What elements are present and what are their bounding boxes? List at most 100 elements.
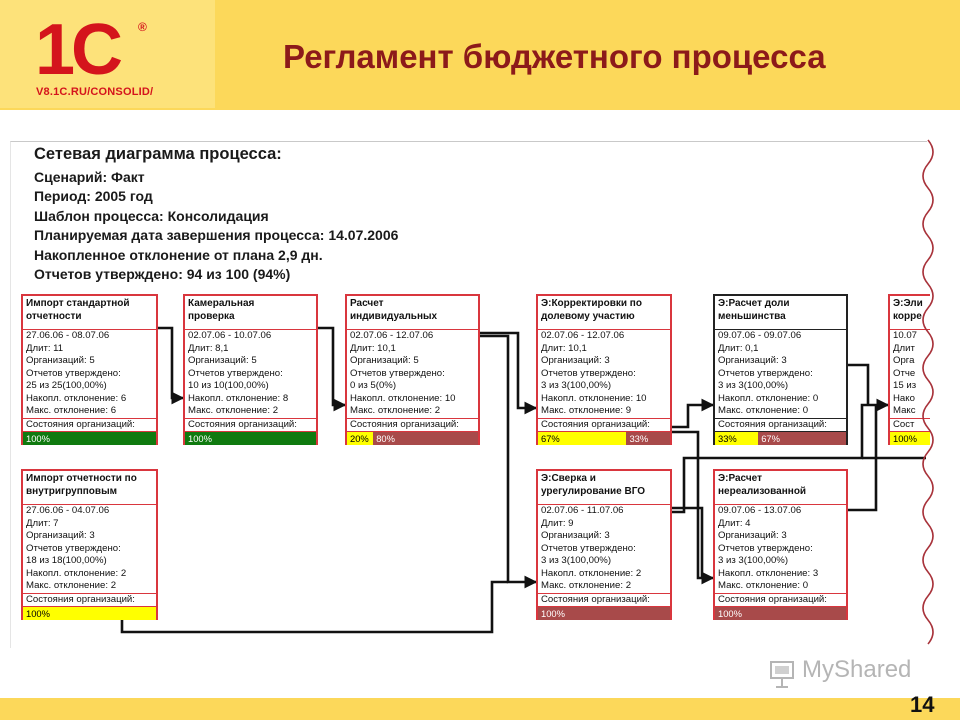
status-bar-segment: 33% (715, 431, 759, 445)
task-max-deviation: Макс. отклонение: 2 (26, 580, 117, 591)
task-orgs: Орга (893, 355, 915, 366)
status-bar-segment: 100% (538, 606, 670, 620)
task-status-label: Состояния организаций: (538, 592, 670, 607)
task-acc-deviation: Нако (893, 392, 915, 404)
task-approved-label: Отчетов утверждено: (718, 542, 813, 554)
diagram-frame (10, 141, 927, 648)
task-status-label: Состояния организаций: (538, 417, 670, 432)
task-status-label: Состояния организаций: (715, 417, 846, 432)
info-deviation: Накопленное отклонение от плана 2,9 дн. (34, 246, 323, 263)
task-dates: 02.07.06 - 12.07.06 (541, 330, 625, 341)
task-approved-label: Отчетов утверждено: (541, 367, 636, 379)
task-max-deviation: Макс. отклонение: 2 (541, 580, 632, 591)
status-bar-segment: 67% (758, 431, 846, 445)
task-max-deviation: Макс (893, 405, 916, 416)
task-approved: 25 из 25(100,00%) (26, 380, 107, 391)
task-approved-label: Отчетов утверждено: (26, 367, 121, 379)
status-bar-segment: 20% (347, 431, 374, 445)
task-acc-deviation: Накопл. отклонение: 2 (26, 567, 127, 579)
task-orgs: Организаций: 3 (718, 530, 787, 541)
info-planned-date: Планируемая дата завершения процесса: 14… (34, 227, 399, 243)
task-max-deviation: Макс. отклонение: 0 (718, 405, 809, 416)
link-recon-to-minority (672, 398, 890, 514)
link-unrealized-to-elim (848, 405, 878, 512)
task-acc-deviation: Накопл. отклонение: 2 (541, 567, 642, 579)
logo-registered: ® (138, 20, 147, 34)
task-approved: 18 из 18(100,00%) (26, 555, 107, 566)
task-orgs: Организаций: 5 (188, 355, 257, 366)
task-duration: Длит: 10,1 (541, 342, 587, 354)
link-adjust-to-unrealized (672, 430, 715, 585)
logo-url: V8.1C.RU/CONSOLID/ (36, 86, 154, 98)
task-max-deviation: Макс. отклонение: 9 (541, 405, 632, 416)
link-calc-to-recon (480, 334, 538, 589)
logo: 1С ® V8.1C.RU/CONSOLID/ (0, 0, 215, 108)
task-status-label: Состояния организаций: (23, 417, 156, 432)
task-status-bars: 100% (538, 606, 670, 620)
task-dates: 02.07.06 - 11.07.06 (541, 505, 624, 516)
info-scenario: Сценарий: Факт (34, 168, 145, 185)
task-status-bars: 20%80% (347, 431, 478, 445)
task-duration: Длит: 11 (26, 342, 64, 354)
task-status-label: Сост (890, 417, 948, 432)
task-max-deviation: Макс. отклонение: 0 (718, 580, 809, 591)
task-status-label: Состояния организаций: (715, 592, 846, 607)
task-orgs: Организаций: 3 (541, 355, 610, 366)
task-approved-label: Отчетов утверждено: (350, 367, 445, 379)
task-duration: Длит: 4 (718, 517, 751, 529)
task-status-bars: 100% (23, 606, 156, 620)
watermark-text: MyShared (802, 656, 912, 683)
info-approved: Отчетов утверждено: 94 из 100 (94%) (34, 266, 291, 282)
status-bar-segment: 100% (23, 431, 156, 445)
task-approved-label: Отчетов утверждено: (26, 542, 121, 554)
task-dates: 09.07.06 - 09.07.06 (718, 330, 802, 341)
task-max-deviation: Макс. отклонение: 2 (350, 405, 441, 416)
task-approved: 0 из 5(0%) (350, 380, 397, 391)
task-duration: Длит: 0,1 (718, 342, 759, 354)
status-bar-segment: 33% (626, 431, 670, 445)
task-status-bars: 67%33% (538, 431, 670, 445)
task-status-label: Состояния организаций: (347, 417, 478, 432)
link-adjust-to-minority (672, 398, 715, 429)
task-orgs: Организаций: 5 (26, 355, 95, 366)
task-approved-label: Отчетов утверждено: (541, 542, 636, 554)
task-acc-deviation: Накопл. отклонение: 6 (26, 392, 127, 404)
task-approved: 3 из 3(100,00%) (541, 380, 612, 391)
task-duration: Длит: 10,1 (350, 342, 396, 354)
task-approved: 15 из (893, 380, 917, 391)
task-duration: Длит: 9 (541, 517, 574, 529)
task-status-bars: 33%67% (715, 431, 846, 445)
info-heading: Сетевая диаграмма процесса: (34, 145, 282, 163)
link-import-to-check (158, 326, 185, 405)
task-acc-deviation: Накопл. отклонение: 3 (718, 567, 819, 579)
task-status-label: Состояния организаций: (185, 417, 316, 432)
status-bar-segment: 100% (23, 606, 156, 620)
slide-footer (0, 698, 960, 720)
task-dates: 10.07 (893, 330, 918, 341)
status-bar-segment: 100% (185, 431, 316, 445)
link-recon-to-unrealized (672, 506, 704, 578)
task-approved: 3 из 3(100,00%) (718, 380, 789, 391)
task-acc-deviation: Накопл. отклонение: 8 (188, 392, 289, 404)
task-max-deviation: Макс. отклонение: 2 (188, 405, 279, 416)
task-acc-deviation: Накопл. отклонение: 10 (541, 392, 647, 404)
task-dates: 02.07.06 - 12.07.06 (350, 330, 434, 341)
task-status-label: Состояния организаций: (23, 592, 156, 607)
logo-mark: 1С (35, 10, 123, 90)
link-group-to-recon (120, 580, 508, 634)
link-check-to-calc (318, 326, 347, 412)
info-template: Шаблон процесса: Консолидация (34, 207, 269, 224)
